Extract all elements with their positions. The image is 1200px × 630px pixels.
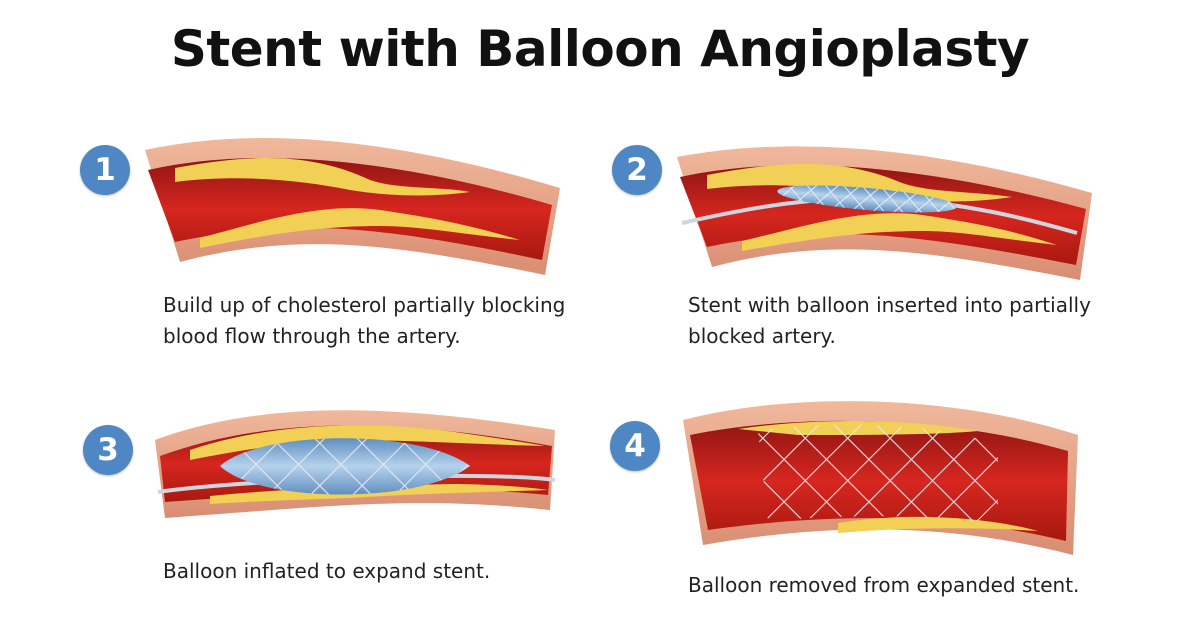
step-1-badge: 1: [80, 145, 130, 195]
step-4-badge: 4: [610, 421, 660, 471]
step-4-expanded-stent: [758, 424, 998, 525]
step-1-caption-line-1: Build up of cholesterol partially blocki…: [163, 293, 566, 317]
step-3-artery-illustration: [155, 410, 556, 518]
step-3-caption-line-1: Balloon inflated to expand stent.: [163, 559, 491, 583]
step-2-caption: Stent with balloon inserted into partial…: [688, 290, 1091, 352]
step-4-artery-illustration: [683, 401, 1078, 555]
step-2-artery-illustration: [677, 146, 1092, 280]
step-1-caption: Build up of cholesterol partially blocki…: [163, 290, 565, 352]
step-1-artery-illustration: [145, 138, 560, 275]
step-2-caption-line-2: blocked artery.: [688, 324, 836, 348]
step-2-caption-line-1: Stent with balloon inserted into partial…: [688, 293, 1091, 317]
step-4-caption-line-1: Balloon removed from expanded stent.: [688, 573, 1080, 597]
page-title: Stent with Balloon Angioplasty: [170, 20, 1030, 78]
step-1-caption-line-2: blood flow through the artery.: [163, 324, 461, 348]
step-2-badge: 2: [612, 145, 662, 195]
step-4-caption: Balloon removed from expanded stent.: [688, 570, 1079, 601]
step-3-badge: 3: [83, 425, 133, 475]
step-3-caption: Balloon inflated to expand stent.: [163, 556, 490, 587]
